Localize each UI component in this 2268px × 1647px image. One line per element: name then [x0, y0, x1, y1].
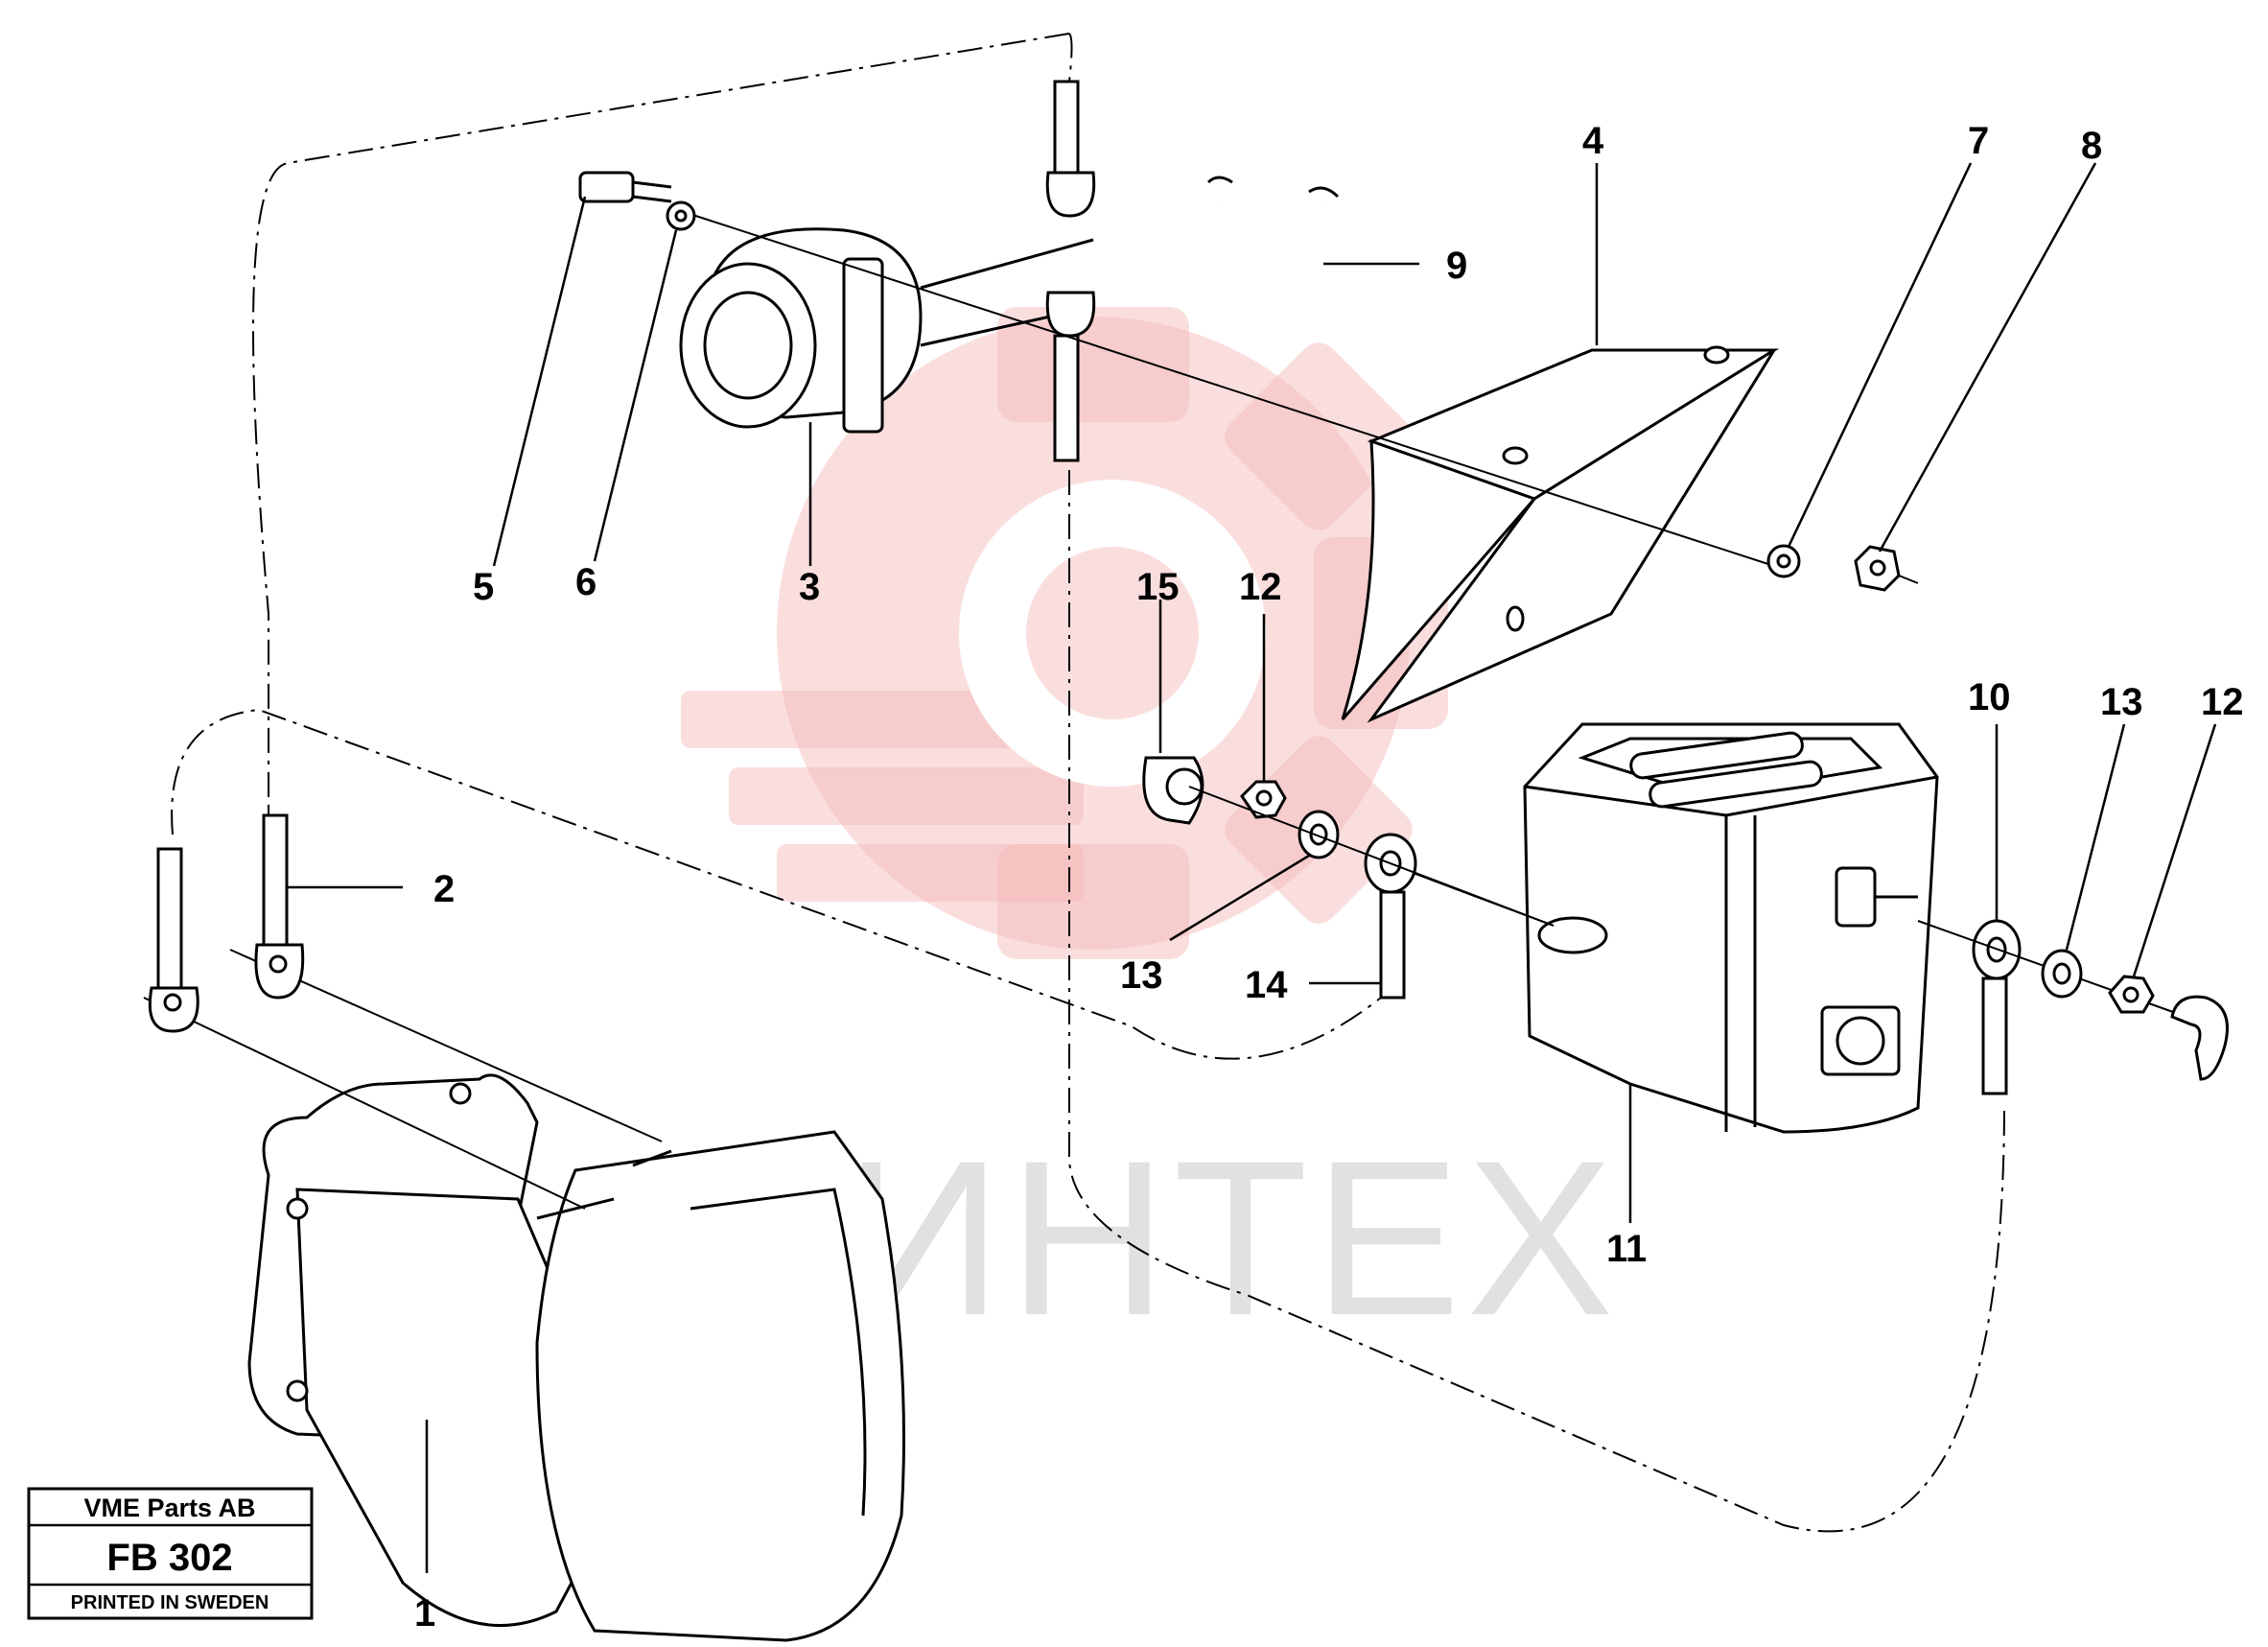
part-13-washer-upper: [1169, 810, 1340, 942]
callout-1: 1: [414, 1592, 435, 1635]
part-15-boot: [1142, 600, 1204, 825]
callout-7: 7: [1968, 120, 1989, 162]
part-7-washer: [1766, 162, 1973, 578]
callout-11: 11: [1606, 1228, 1647, 1270]
elbow-boot: [2170, 995, 2229, 1081]
part-9-cable-loop: [1206, 176, 1419, 308]
callout-13-lower: 13: [2100, 681, 2143, 723]
part-1-starter-motor: [143, 949, 905, 1642]
part-2-cable-terminals: [148, 813, 403, 1033]
part-11-relay-box: [1399, 722, 1939, 1223]
part-12-nut-upper: [1240, 614, 1287, 819]
callout-10: 10: [1968, 676, 2011, 718]
title-block-company: VME Parts AB: [83, 1494, 255, 1522]
part-4-mounting-bracket: [680, 163, 1780, 723]
title-block: VME Parts AB FB 302 PRINTED IN SWEDEN: [27, 1487, 314, 1620]
part-6-washer: [593, 200, 696, 562]
callout-2: 2: [433, 868, 455, 910]
callout-6: 6: [575, 561, 596, 603]
part-3-relay-housing: [679, 227, 1094, 566]
callouts: 1 2 3 4 5 6 7 8 9 10 11 12 12 13 13 14 1…: [414, 120, 2244, 1635]
part-14-cable-eye: [1188, 786, 1555, 1000]
watermark-text: ИНТЕХ: [844, 1115, 1620, 1361]
part-12-nut-lower: [2108, 723, 2217, 1014]
callout-5: 5: [473, 566, 494, 608]
callout-15: 15: [1136, 566, 1180, 608]
callout-13-upper: 13: [1120, 954, 1163, 997]
part-8-nut: [1854, 162, 2097, 592]
callout-8: 8: [2081, 125, 2102, 167]
callout-3: 3: [799, 566, 820, 608]
callout-14: 14: [1245, 964, 1288, 1006]
title-block-footer: PRINTED IN SWEDEN: [71, 1592, 269, 1613]
part-5-bolt: [492, 171, 672, 567]
housing-cable-ends: [1045, 80, 1096, 462]
callout-4: 4: [1582, 120, 1604, 162]
callout-12-upper: 12: [1239, 566, 1282, 608]
callout-9: 9: [1446, 245, 1467, 287]
part-10-cable-eye: [1917, 724, 2187, 1095]
callout-12-lower: 12: [2201, 681, 2244, 723]
title-block-code: FB 302: [106, 1537, 232, 1579]
part-13-washer-lower: [2041, 723, 2126, 999]
